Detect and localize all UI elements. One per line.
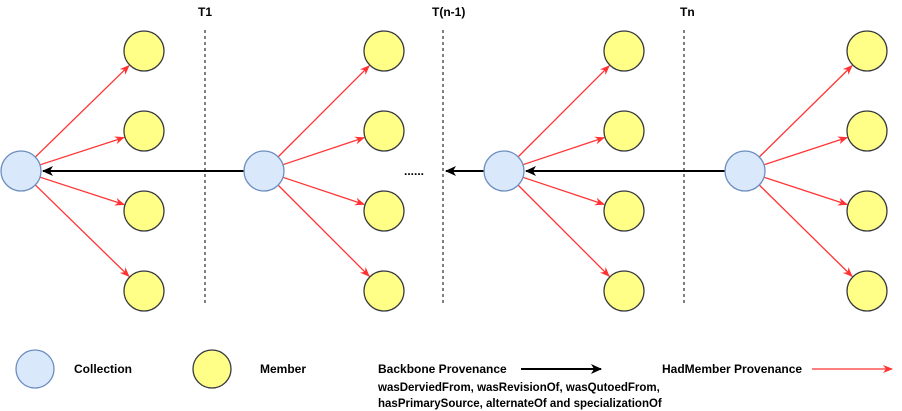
hadmember-arrow: [757, 183, 853, 277]
hadmember-arrow: [276, 183, 370, 277]
hadmember-arrow: [761, 175, 848, 206]
member-node: [123, 190, 165, 232]
hadmember-arrow: [37, 175, 125, 206]
member-node: [603, 110, 645, 152]
legend-member-label: Member: [260, 362, 306, 376]
legend: Collection Member Backbone Provenance Ha…: [15, 349, 893, 410]
member-node: [846, 190, 888, 232]
collection-node: [243, 150, 285, 192]
hadmember-arrow: [280, 136, 366, 166]
hadmember-arrow: [37, 136, 125, 167]
legend-hadmember-label: HadMember Provenance: [662, 362, 802, 376]
legend-member-node: [192, 349, 232, 389]
time-label-tn-minus-1: T(n-1): [432, 5, 465, 19]
hadmember-arrow: [280, 176, 366, 206]
collection-node: [724, 150, 766, 192]
hadmember-arrow: [33, 183, 130, 278]
hadmember-arrow: [761, 136, 848, 167]
member-node: [363, 30, 405, 72]
time-label-t1: T1: [198, 5, 212, 19]
hadmember-arrow: [520, 176, 606, 206]
legend-backbone-relations-line2: hasPrimarySource, alternateOf and specia…: [378, 398, 662, 410]
hadmember-arrow: [520, 136, 606, 166]
time-label-tn: Tn: [680, 5, 695, 19]
legend-collection-node: [15, 349, 55, 389]
ellipsis: ......: [404, 164, 424, 178]
member-node: [603, 190, 645, 232]
member-node: [846, 110, 888, 152]
hadmember-arrow: [276, 65, 370, 159]
member-node: [846, 270, 888, 312]
member-node: [363, 190, 405, 232]
collection-groups: [0, 30, 888, 312]
legend-backbone-relations-line1: wasDerviedFrom, wasRevisionOf, wasQutoed…: [377, 382, 660, 394]
hadmember-arrow: [757, 65, 853, 159]
hadmember-arrow: [516, 65, 610, 159]
member-node: [123, 270, 165, 312]
legend-backbone-label: Backbone Provenance: [378, 362, 507, 376]
hadmember-arrow: [516, 183, 610, 277]
member-node: [123, 30, 165, 72]
collection-node: [483, 150, 525, 192]
legend-collection-label: Collection: [74, 362, 132, 376]
collection-node: [0, 150, 42, 192]
member-node: [846, 30, 888, 72]
member-node: [363, 110, 405, 152]
member-node: [123, 110, 165, 152]
member-node: [603, 270, 645, 312]
member-node: [363, 270, 405, 312]
member-node: [603, 30, 645, 72]
hadmember-arrow: [33, 64, 130, 159]
